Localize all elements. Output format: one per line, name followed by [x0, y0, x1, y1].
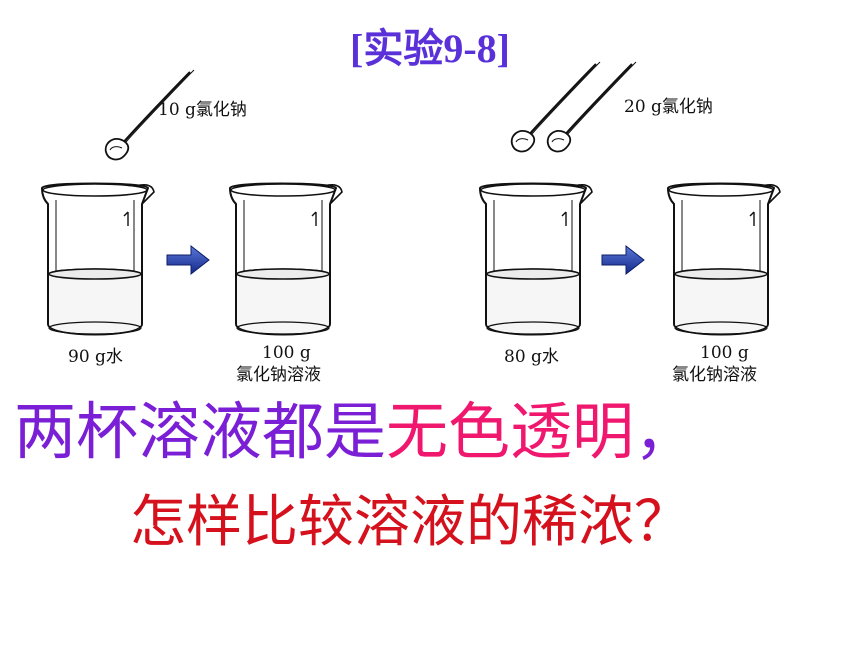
spoon-icon — [546, 60, 638, 153]
question-line-1-punct: ， — [634, 395, 697, 468]
question-highlight: 无色透明 — [386, 395, 635, 468]
left-water-label: 90 g水 — [68, 347, 123, 367]
question-line-1: 两杯溶液都是无色透明， — [0, 394, 860, 470]
left-solution-name: 氯化钠溶液 — [236, 365, 321, 385]
arrow-right-icon — [166, 245, 210, 275]
question-line-1-start: 两杯溶液都是 — [14, 395, 387, 468]
right-water-label: 80 g水 — [504, 347, 559, 367]
experiment-title: [实验9-8] — [350, 26, 510, 71]
arrow-right-icon — [601, 245, 645, 275]
left-beaker-water — [41, 182, 155, 336]
right-arrow — [601, 245, 645, 275]
question-line-2: 怎样比较溶液的稀浓？ — [130, 490, 690, 555]
left-solution-mass: 100 g — [262, 343, 311, 363]
beaker-icon — [41, 182, 155, 336]
experiment-diagram: 10 g氯化钠 90 g水 100 g 氯化钠溶液 20 g氯化钠 80 g水 … — [41, 60, 781, 385]
right-beaker-solution — [667, 182, 781, 336]
right-spoon-2 — [546, 60, 638, 153]
left-beaker-solution — [229, 182, 343, 336]
left-solute-label: 10 g氯化钠 — [158, 100, 247, 120]
beaker-icon — [667, 182, 781, 336]
left-arrow — [166, 245, 210, 275]
right-solute-label: 20 g氯化钠 — [624, 97, 713, 117]
right-beaker-water — [479, 182, 593, 336]
beaker-icon — [479, 182, 593, 336]
right-solution-mass: 100 g — [700, 343, 749, 363]
right-solution-name: 氯化钠溶液 — [672, 365, 757, 385]
beaker-icon — [229, 182, 343, 336]
